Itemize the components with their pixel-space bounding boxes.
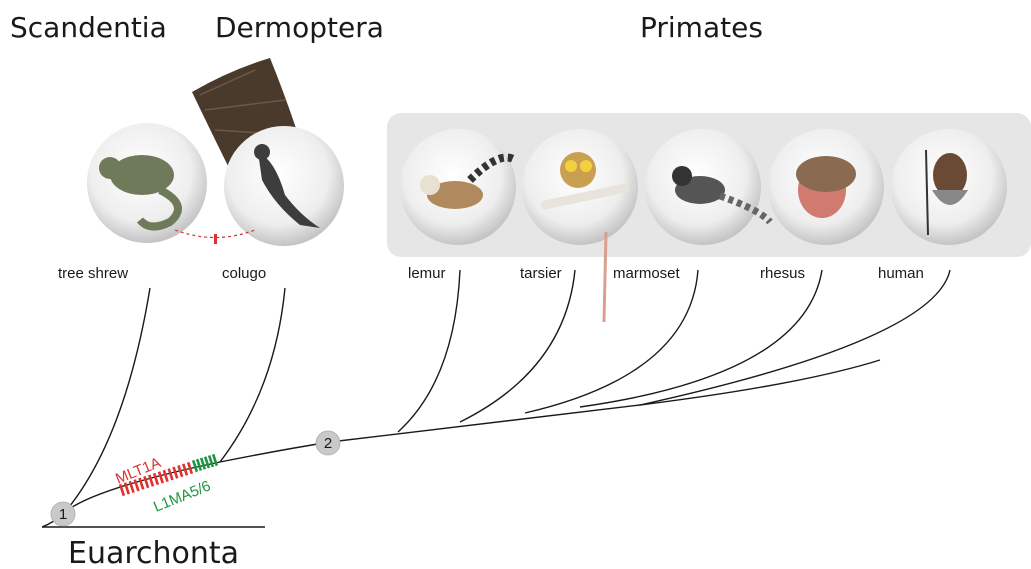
mlt1a-tick xyxy=(148,474,154,486)
tarsier-portrait xyxy=(522,129,638,322)
clade-title-dermoptera: Dermoptera xyxy=(215,11,384,44)
clade-title-euarchonta: Euarchonta xyxy=(68,536,239,569)
mlt1a-tick xyxy=(163,470,169,482)
branch-lemur xyxy=(398,270,460,432)
marker-label-mlt1a: MLT1A xyxy=(113,454,163,487)
mlt1a-tick xyxy=(143,476,149,488)
branch-primates-crown xyxy=(330,360,880,442)
taxon-label-lemur: lemur xyxy=(408,265,446,282)
branch-rhesus xyxy=(580,270,822,407)
tree-shrew-portrait xyxy=(87,123,207,243)
taxon-label-colugo: colugo xyxy=(222,265,266,282)
branch-primates-stem xyxy=(220,442,330,462)
clade-title-primates: Primates xyxy=(640,11,763,44)
branch-colugo xyxy=(220,288,285,462)
mlt1a-tick xyxy=(153,473,159,485)
sister-group-marker xyxy=(214,234,217,244)
lemur-portrait xyxy=(400,129,516,245)
branch-tarsier xyxy=(460,270,575,422)
svg-text:2: 2 xyxy=(324,435,332,452)
taxon-label-tarsier: tarsier xyxy=(520,265,562,282)
rhesus-portrait xyxy=(768,129,884,245)
taxon-label-marmoset: marmoset xyxy=(613,265,681,282)
svg-text:1: 1 xyxy=(59,506,67,523)
branch-marmoset xyxy=(525,270,698,413)
marker-label-l1ma5-6: L1MA5/6 xyxy=(151,477,213,515)
taxon-label-human: human xyxy=(878,265,924,282)
human-portrait xyxy=(891,129,1007,245)
colugo-portrait xyxy=(224,126,344,246)
clade-title-scandentia: Scandentia xyxy=(10,11,167,44)
node-2: 2 xyxy=(316,431,340,455)
taxon-label-tree-shrew: tree shrew xyxy=(58,265,128,282)
node-1: 1 xyxy=(51,502,75,526)
mlt1a-tick xyxy=(158,471,164,483)
taxon-label-rhesus: rhesus xyxy=(760,265,805,282)
